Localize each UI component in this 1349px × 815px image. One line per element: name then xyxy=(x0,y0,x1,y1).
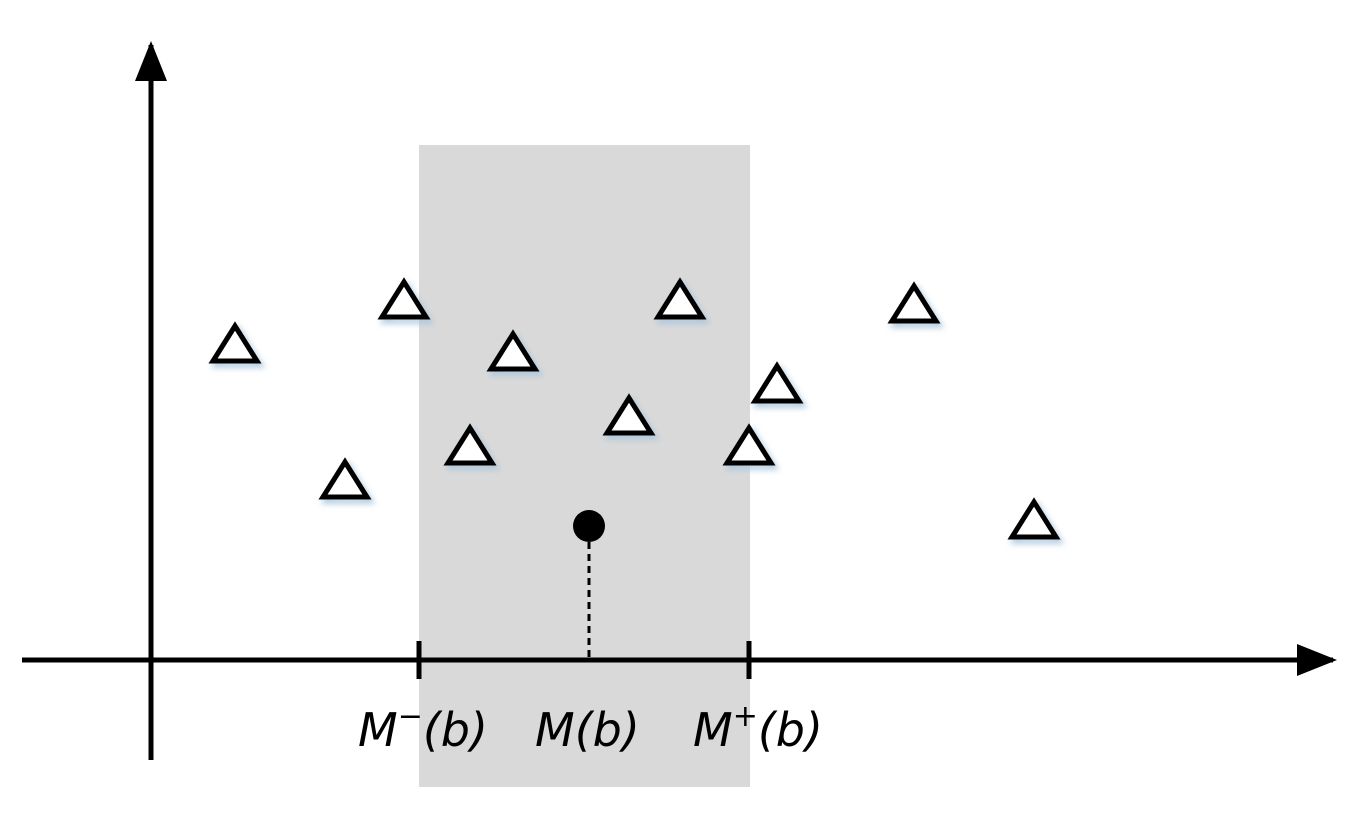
triangle-marker xyxy=(318,457,372,500)
median-point xyxy=(573,510,605,542)
triangle-markers xyxy=(208,277,1061,540)
m-plus-label: M+(b) xyxy=(693,699,823,757)
m-minus-label: M−(b) xyxy=(358,699,488,757)
m-plus-label-sup: + xyxy=(733,699,758,734)
triangle-marker xyxy=(750,361,804,404)
triangle-marker xyxy=(1007,497,1061,540)
m-minus-label-base: M xyxy=(358,703,398,757)
m-minus-label-sup: − xyxy=(398,699,423,734)
triangle-marker xyxy=(377,277,431,320)
m-plus-label-base: M xyxy=(693,703,733,757)
triangle-marker xyxy=(208,321,262,364)
triangle-marker xyxy=(887,281,941,324)
m-plus-label-arg: (b) xyxy=(758,703,823,757)
triangle-marker xyxy=(486,329,540,372)
triangle-marker xyxy=(602,393,656,436)
triangle-marker xyxy=(722,423,776,466)
triangle-marker xyxy=(443,423,497,466)
triangle-marker xyxy=(653,277,707,320)
m-center-label: M(b) xyxy=(535,703,640,757)
m-minus-label-arg: (b) xyxy=(423,703,488,757)
